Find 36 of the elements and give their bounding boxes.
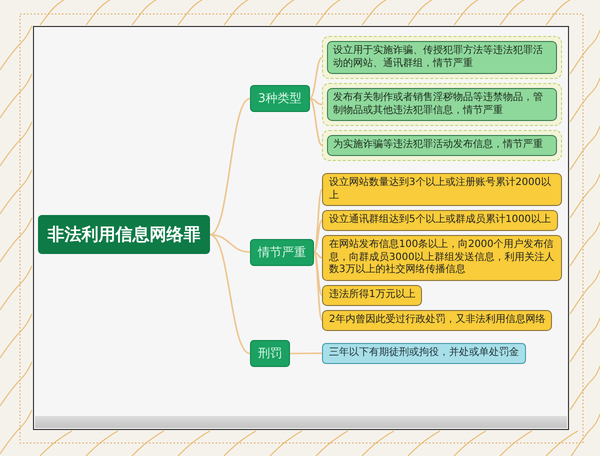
root-topic — [38, 215, 210, 254]
connector-line — [290, 352, 322, 354]
branch-topic — [250, 85, 310, 112]
connector-line — [313, 220, 323, 253]
condition-card — [322, 235, 562, 280]
connector-line — [313, 252, 323, 321]
connector-line — [210, 234, 250, 354]
condition-card — [322, 310, 552, 330]
connector-line — [313, 251, 323, 296]
branch-topic — [250, 238, 314, 266]
topic-title: 非法利用信息网络罪 — [46, 224, 202, 246]
connector-line — [314, 251, 322, 259]
connector-line — [309, 98, 322, 146]
dashed-frame — [322, 130, 562, 160]
topic-title: 3种类型 — [258, 90, 302, 107]
topic-title: 情节严重 — [258, 244, 306, 260]
condition-text: 设立网站数量达到3个以上或注册账号累计2000以上 — [329, 177, 552, 202]
connector-line — [310, 98, 322, 106]
condition-card — [322, 285, 422, 306]
connector-line — [313, 189, 323, 252]
category-text: 发布有关制作或者销售淫秽物品等违禁物品，管制物品或其他违法犯罪信息，情节严重 — [333, 92, 544, 117]
topic-title: 刑罚 — [258, 345, 282, 362]
connector-line — [210, 234, 250, 253]
connector-line — [309, 56, 322, 100]
condition-text: 2年内曾因此受过行政处罚，又非法利用信息网络 — [329, 314, 546, 326]
condition-card — [322, 210, 558, 230]
category-text: 设立用于实施诈骗、传授犯罪方法等违法犯罪活动的网站、通讯群组，情节严重 — [333, 45, 544, 70]
condition-text: 违法所得1万元以上 — [329, 289, 416, 302]
connector-line — [210, 98, 250, 236]
condition-text: 在网站发布信息100条以上，向2000个用户发布信息，向群成员3000以上群组发送信息，利用关注人数3万以上的社交网络传播信息 — [329, 239, 555, 276]
penalty-text: 三年以下有期徒刑或拘役，并处或单处罚金 — [329, 347, 519, 360]
condition-card — [322, 173, 562, 206]
category-text: 为实施诈骗等违法犯罪活动发布信息，情节严重 — [333, 139, 544, 152]
condition-text: 设立通讯群组达到5个以上或群成员累计1000以上 — [329, 214, 551, 226]
penalty-card — [322, 343, 526, 364]
branch-topic — [250, 340, 290, 367]
